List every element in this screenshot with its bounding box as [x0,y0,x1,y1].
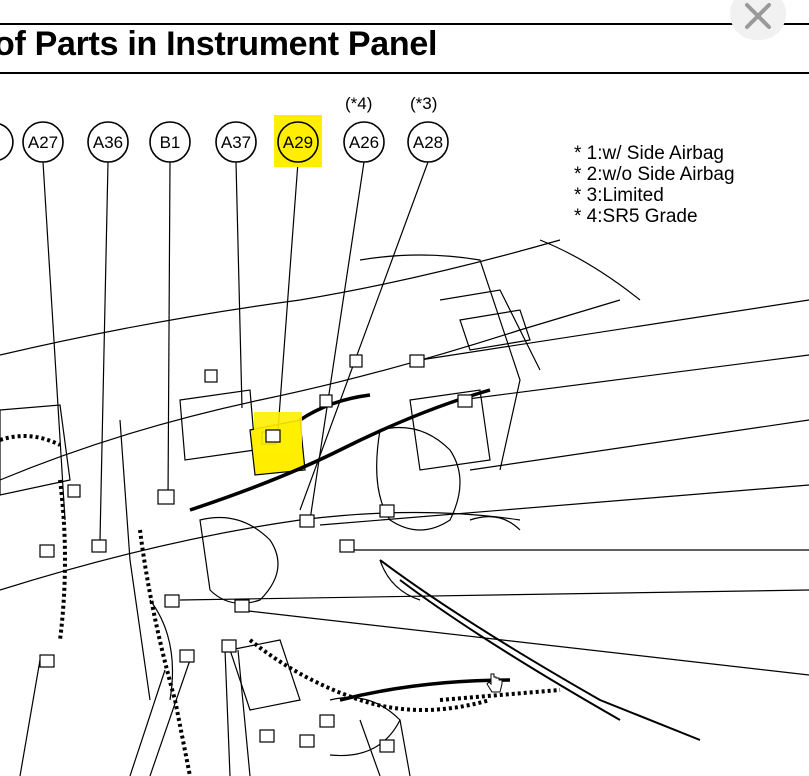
connector-boxes [39,354,473,753]
legend-item-1: * 1:w/ Side Airbag [574,143,724,164]
connector-id: A37 [221,133,251,152]
connector-id: A28 [413,133,443,152]
connector-id: A29 [283,133,313,152]
connector-label-a27: A27 [22,121,64,163]
partial-connector-circle [0,123,14,161]
legend-item-4: * 4:SR5 Grade [574,206,698,227]
leader-lines [19,161,809,776]
connector-label-a26: A26 [343,121,385,163]
legend: * 1:w/ Side Airbag * 2:w/o Side Airbag *… [574,143,735,227]
header-bottom-rule [0,72,809,74]
close-button[interactable] [730,0,786,40]
page-title: of Parts in Instrument Panel [0,25,438,63]
legend-item-3: * 3:Limited [574,185,664,206]
a29-connector-box [265,429,281,443]
connector-note-a26: (*4) [345,94,373,113]
connector-label-a37: A37 [215,121,257,163]
connector-id: B1 [160,133,181,152]
hand-cursor-icon [486,673,503,693]
legend-item-2: * 2:w/o Side Airbag [574,164,735,185]
connector-label-b1: B1 [149,121,191,163]
connector-label-a36: A36 [87,121,129,163]
wire-harness [0,434,561,776]
connector-label-a28: A28 [407,121,449,163]
connector-id: A26 [349,133,379,152]
header-top-rule [0,23,809,25]
connector-id: A27 [28,133,58,152]
connector-label-a29: A29 [277,121,319,163]
connector-id: A36 [93,133,123,152]
close-icon [745,3,771,29]
connector-note-a28: (*3) [410,94,438,113]
